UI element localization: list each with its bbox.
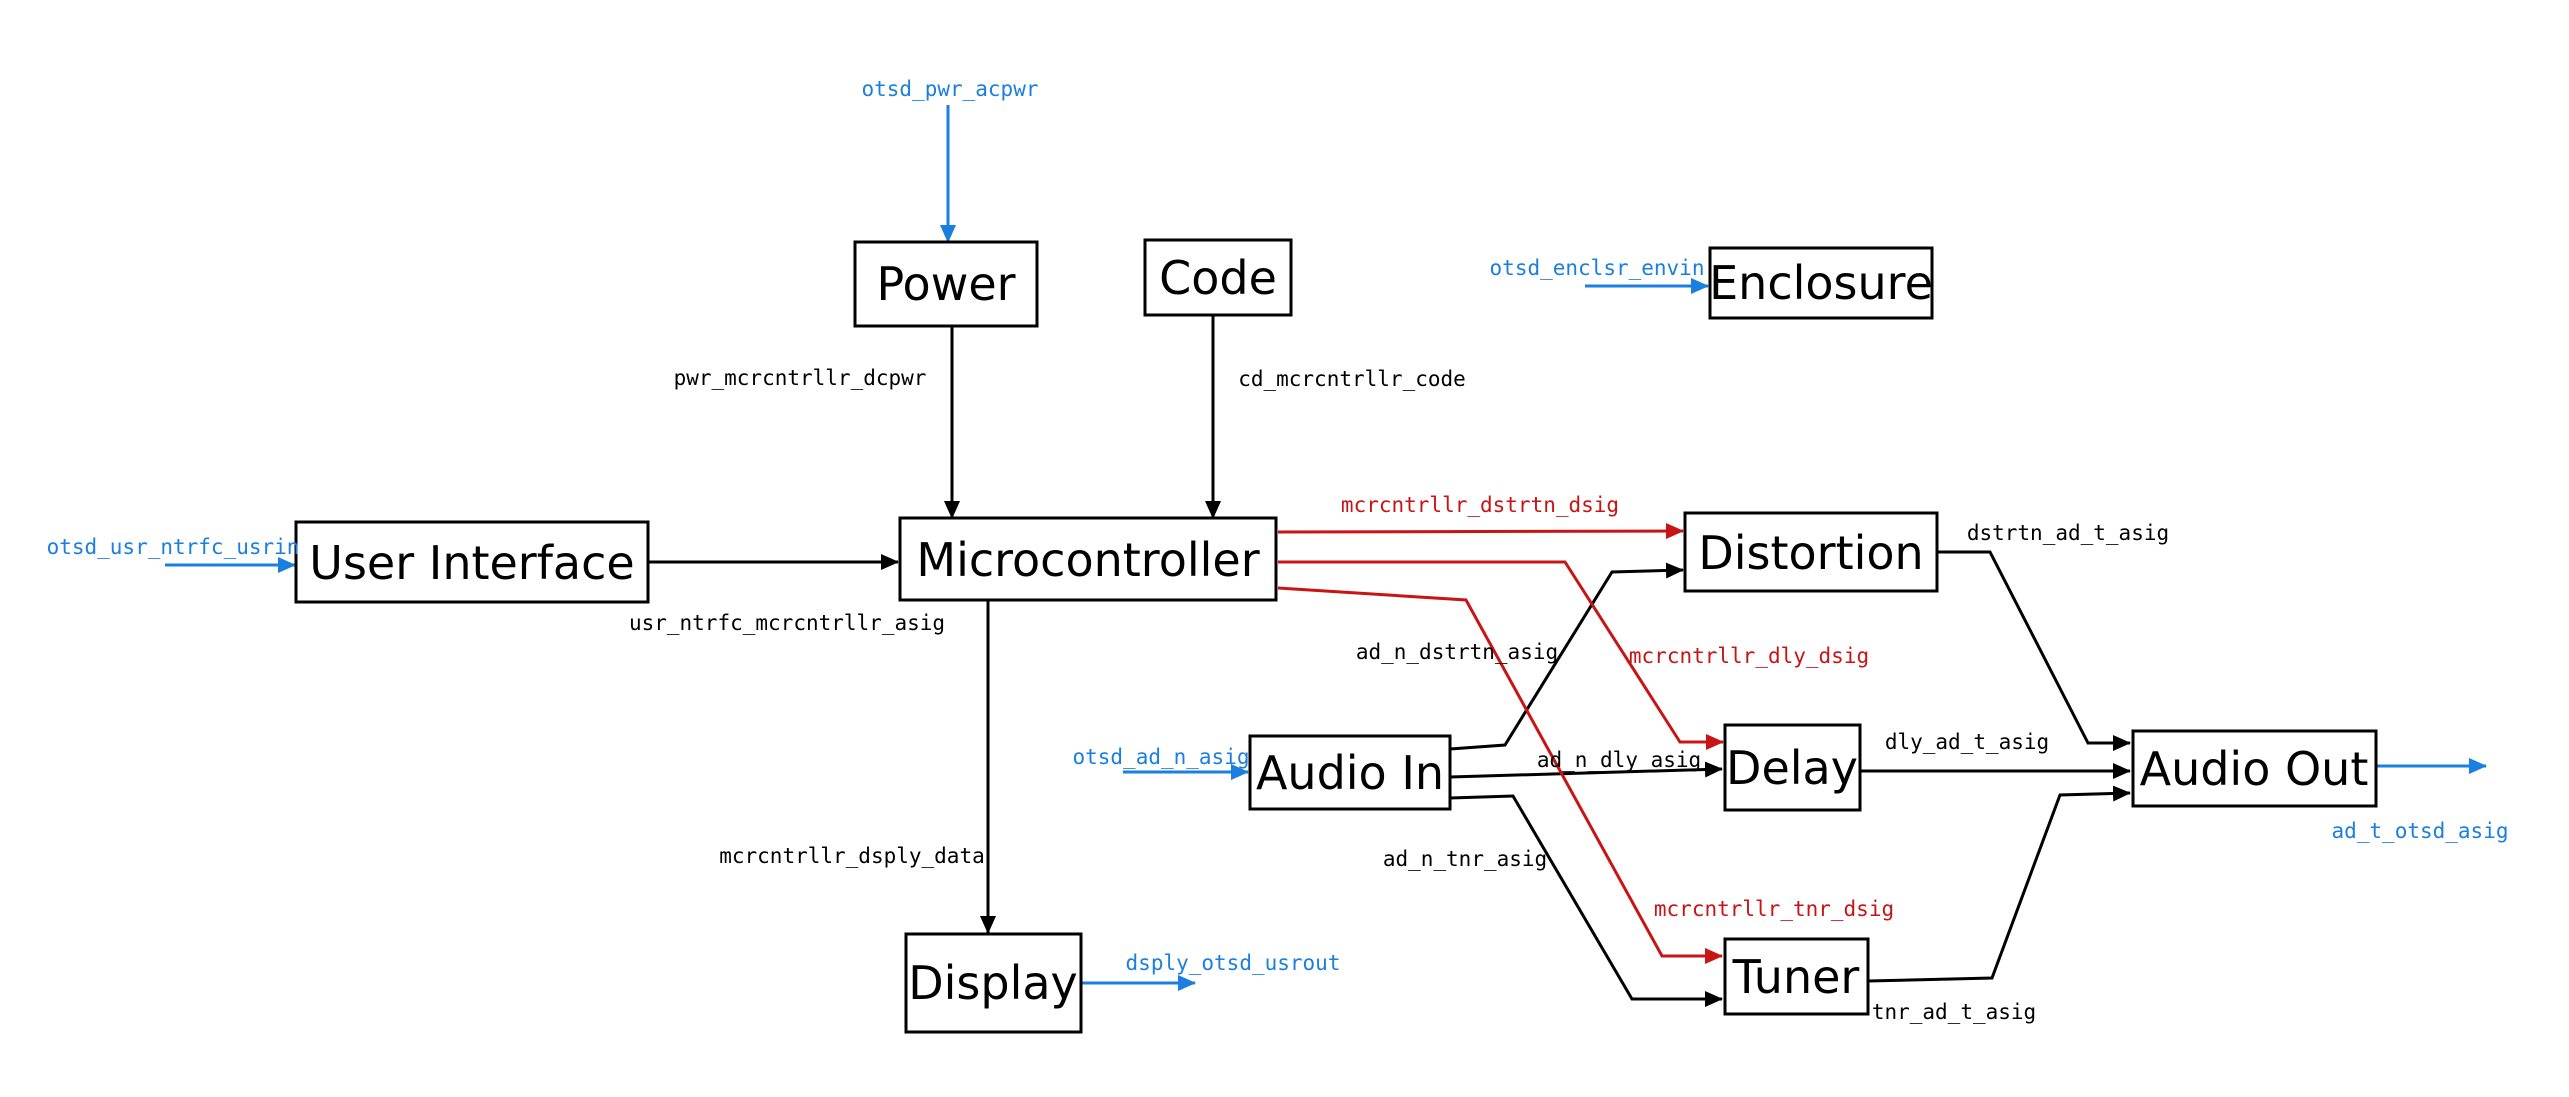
block-code-label: Code [1159,251,1277,305]
wire-mcrcntrllr-dstrtn-dsig [1277,523,1684,540]
label-otsd-pwr-acpwr: otsd_pwr_acpwr [861,77,1038,101]
label-ad-n-dstrtn-asig: ad_n_dstrtn_asig [1356,640,1558,664]
block-delay-label: Delay [1726,741,1858,795]
label-mcrcntrllr-dly-dsig: mcrcntrllr_dly_dsig [1629,644,1869,668]
block-distortion-label: Distortion [1698,526,1923,580]
label-mcrcntrllr-tnr-dsig: mcrcntrllr_tnr_dsig [1654,897,1894,921]
block-enclosure [1708,246,1934,320]
label-dstrtn-ad-t-asig: dstrtn_ad_t_asig [1967,521,2169,545]
block-audio-out [2131,729,2378,808]
wire-ad-n-dstrtn-asig [1449,562,1684,751]
label-ad-t-otsd-asig: ad_t_otsd_asig [2331,819,2508,843]
block-audio-out-label: Audio Out [2140,742,2369,796]
label-cd-mcrcntrllr-code: cd_mcrcntrllr_code [1238,367,1466,391]
label-tnr-ad-t-asig: tnr_ad_t_asig [1872,1000,2036,1024]
block-display [904,932,1083,1034]
block-power [853,240,1039,328]
label-usr-ntrfc-mcrcntrllr-asig: usr_ntrfc_mcrcntrllr_asig [629,611,945,635]
label-mcrcntrllr-dsply-data: mcrcntrllr_dsply_data [719,844,985,868]
block-power-label: Power [876,257,1015,311]
block-display-label: Display [908,956,1078,1010]
label-dly-ad-t-asig: dly_ad_t_asig [1885,730,2049,754]
block-microcontroller-label: Microcontroller [916,533,1259,587]
block-user-interface [294,520,650,604]
block-enclosure-label: Enclosure [1709,256,1933,310]
block-audio-in-label: Audio In [1256,746,1444,800]
label-otsd-ad-n-asig: otsd_ad_n_asig [1072,745,1249,769]
label-pwr-mcrcntrllr-dcpwr: pwr_mcrcntrllr_dcpwr [674,366,927,390]
block-tuner-label: Tuner [1732,950,1860,1004]
wire-tnr-ad-t-asig [1867,785,2131,983]
label-otsd-enclsr-envin: otsd_enclsr_envin [1490,256,1705,280]
block-delay [1723,723,1862,812]
label-mcrcntrllr-dstrtn-dsig: mcrcntrllr_dstrtn_dsig [1341,493,1619,517]
block-tuner [1723,937,1870,1016]
label-ad-n-dly-asig: ad_n_dly_asig [1537,748,1701,772]
wire-mcrcntrllr-tnr-dsig [1277,586,1723,964]
block-code [1143,238,1293,317]
wire-ad-n-dly-asig [1449,761,1723,779]
block-user-interface-label: User Interface [309,536,634,590]
block-microcontroller [898,516,1278,602]
block-distortion [1683,511,1939,593]
label-ad-n-tnr-asig: ad_n_tnr_asig [1383,847,1547,871]
label-dsply-otsd-usrout: dsply_otsd_usrout [1126,951,1341,975]
block-audio-in [1248,734,1452,811]
label-otsd-usr-ntrfc-usrin: otsd_usr_ntrfc_usrin [47,535,300,559]
wire-dstrtn-ad-t-asig [1938,550,2131,751]
wire-mcrcntrllr-dly-dsig [1278,560,1724,750]
wire-ad-n-tnr-asig [1449,794,1723,1007]
